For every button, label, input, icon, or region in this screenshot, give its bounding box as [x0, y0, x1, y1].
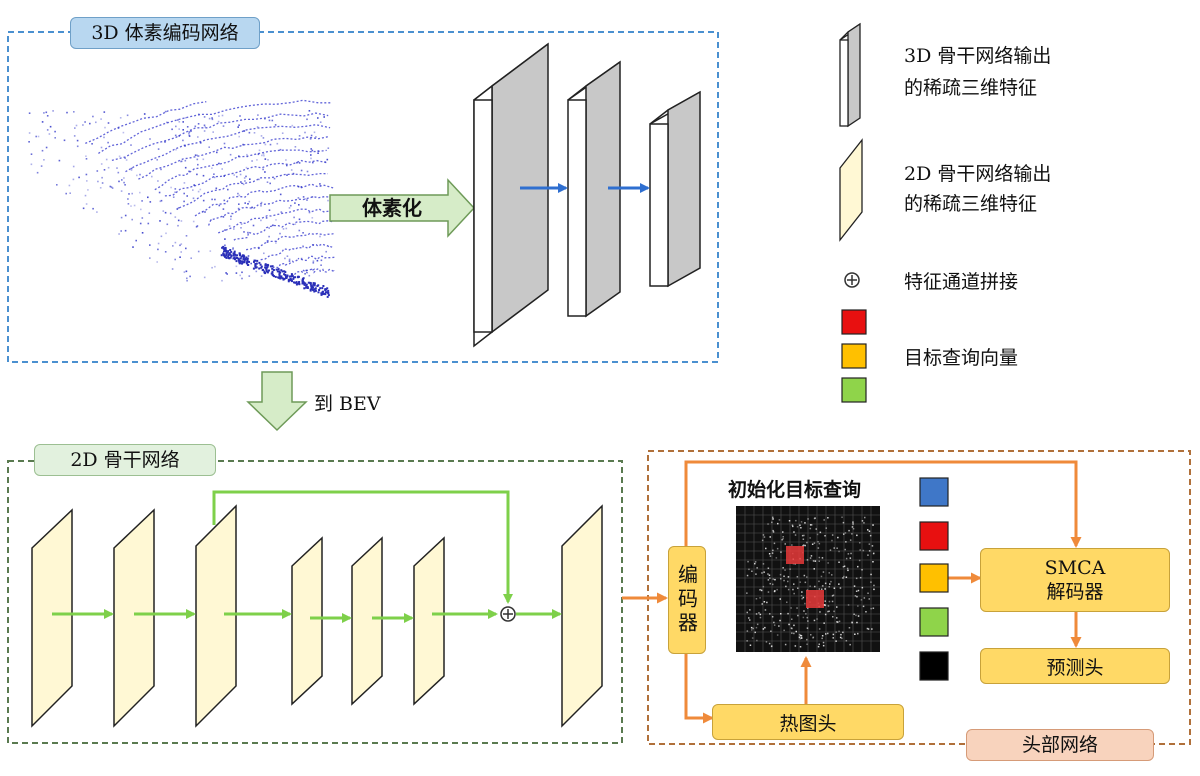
legend-query-yellow	[841, 343, 867, 369]
backbone-section-border	[7, 460, 623, 744]
feature-map-2d-2	[113, 508, 155, 728]
to-bev-label: 到 BEV	[314, 393, 381, 415]
head-section-title: 头部网络	[966, 729, 1154, 761]
concat-operator	[500, 606, 516, 622]
backbone-section-title: 2D 骨干网络	[34, 444, 216, 476]
feature-map-2d-1	[31, 508, 73, 728]
feature-map-2d-3	[195, 504, 237, 728]
smca-label-line1: SMCA	[1044, 557, 1106, 579]
feature-map-2d-6	[413, 536, 445, 706]
voxel-section-title: 3D 体素编码网络	[70, 17, 260, 49]
legend-sparse-3d-line2: 的稀疏三维特征	[904, 77, 1037, 99]
voxel-section-border	[7, 31, 719, 363]
skip-connection-arrow	[212, 490, 513, 604]
legend-sparse-3d-icon	[839, 22, 861, 128]
init-query-heatmap-image	[736, 506, 880, 652]
voxelize-label: 体素化	[362, 196, 422, 220]
query-square-black	[919, 651, 949, 681]
to-bev-arrow	[246, 371, 308, 432]
heatmap-head-box: 热图头	[712, 704, 904, 740]
legend-sparse-2d-line2: 的稀疏三维特征	[904, 193, 1037, 215]
sparse-3d-block-1	[473, 42, 549, 348]
feature-map-2d-5	[351, 536, 383, 706]
encoder-box: 编码器	[668, 546, 706, 654]
lidar-point-cloud	[28, 99, 336, 298]
smca-decoder-box: SMCA 解码器	[980, 548, 1170, 612]
legend-query-green	[841, 377, 867, 403]
prediction-head-box: 预测头	[980, 648, 1170, 684]
legend-sparse-2d-icon	[839, 138, 863, 242]
legend-sparse-3d-line1: 3D 骨干网络输出	[904, 45, 1051, 67]
legend-query-red	[841, 309, 867, 335]
query-square-yellow	[919, 563, 949, 593]
query-square-red	[919, 521, 949, 551]
feature-map-2d-7	[561, 504, 603, 728]
legend-concat-label: 特征通道拼接	[904, 271, 1018, 293]
voxelize-arrow	[329, 178, 476, 238]
feature-map-2d-4	[291, 536, 323, 706]
init-query-label: 初始化目标查询	[728, 478, 861, 501]
legend-sparse-2d-line1: 2D 骨干网络输出	[904, 163, 1051, 185]
encoder-to-smca-arrow	[684, 460, 1082, 548]
legend-concat-icon	[844, 272, 860, 288]
query-square-blue	[919, 477, 949, 507]
query-square-green	[919, 607, 949, 637]
legend-query-label: 目标查询向量	[904, 347, 1018, 369]
sparse-3d-block-3	[649, 90, 701, 288]
smca-label-line2: 解码器	[1046, 581, 1104, 603]
sparse-3d-block-2	[567, 60, 621, 318]
encoder-to-heatmap-arrow	[684, 652, 714, 724]
